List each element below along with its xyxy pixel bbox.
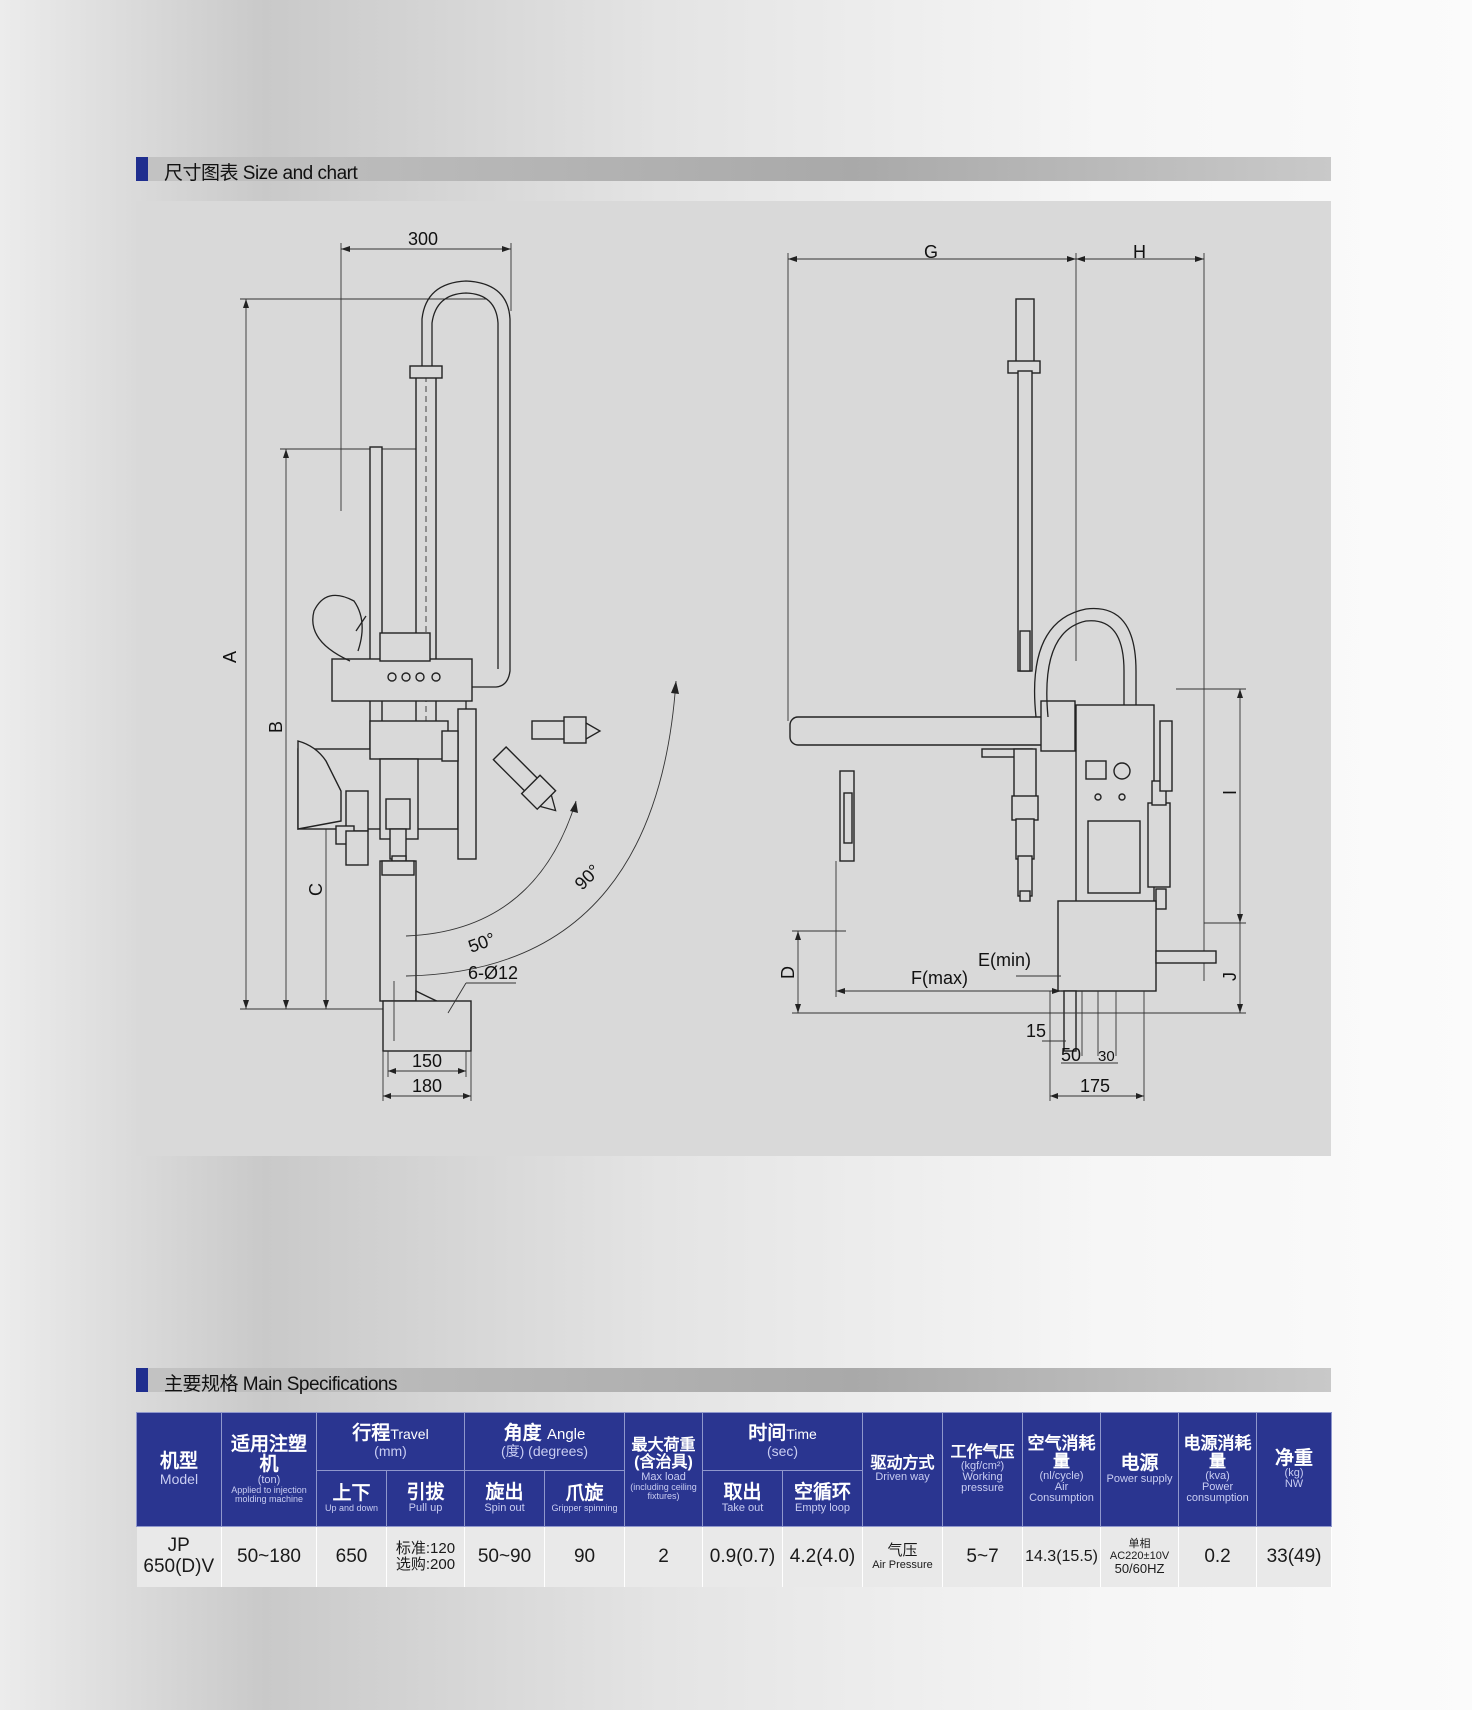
cell-pullup: 标准:120 选购:200: [386, 1526, 465, 1587]
size-chart-title: 尺寸图表 Size and chart: [164, 163, 358, 184]
dim-90deg-label: 90°: [571, 860, 604, 893]
cell-model: JP 650(D)V: [136, 1526, 222, 1587]
dim-180-label: 180: [412, 1076, 442, 1096]
col-weight-header: 净重 (kg) NW: [1256, 1412, 1333, 1527]
col-maxload-header: 最大荷重(含治具) Max load (including ceiling fi…: [624, 1412, 704, 1527]
dim-6-dia12-label: 6-Ø12: [468, 963, 518, 983]
section-marker: [136, 157, 148, 181]
dim-B-label: B: [266, 721, 286, 733]
dim-F-label: F(max): [911, 968, 968, 988]
col-gripper-header: 爪旋 Gripper spinning: [543, 1470, 626, 1527]
dim-300-label: 300: [408, 229, 438, 249]
dim-150-label: 150: [412, 1051, 442, 1071]
dim-30-label: 30: [1098, 1048, 1115, 1065]
left-view: 300 A B C: [220, 229, 679, 1101]
spec-header: 主要规格 Main Specifications: [136, 1368, 1331, 1395]
cell-driven: 气压 Air Pressure: [862, 1526, 944, 1587]
cell-emptyloop: 4.2(4.0): [782, 1526, 864, 1587]
cell-updown: 650: [316, 1526, 387, 1587]
col-spinout-header: 旋出 Spin out: [464, 1470, 545, 1527]
cell-power: 单相 AC220±10V 50/60HZ: [1100, 1526, 1180, 1587]
cell-powercons: 0.2: [1178, 1526, 1258, 1587]
spec-table: 机型 Model 适用注塑机 (ton) Applied to injectio…: [136, 1412, 1333, 1587]
cell-weight: 33(49): [1256, 1526, 1333, 1587]
col-updown-header: 上下 Up and down: [316, 1470, 387, 1527]
col-pressure-header: 工作气压 (kgf/cm²) Working pressure: [942, 1412, 1024, 1527]
col-takeout-header: 取出 Take out: [702, 1470, 784, 1527]
dimension-drawing: 300 A B C: [220, 229, 1246, 1101]
col-power-header: 电源 Power supply: [1100, 1412, 1180, 1527]
col-air-header: 空气消耗量 (nl/cycle) Air Consumption: [1022, 1412, 1102, 1527]
col-emptyloop-header: 空循环 Empty loop: [782, 1470, 864, 1527]
dim-C-label: C: [306, 883, 326, 896]
dim-D-label: D: [778, 966, 798, 979]
cell-maxload: 2: [624, 1526, 704, 1587]
dim-15-label: 15: [1026, 1021, 1046, 1041]
col-pullup-header: 引拔 Pull up: [386, 1470, 465, 1527]
col-travel-header: 行程Travel (mm): [316, 1412, 465, 1471]
dim-J-label: J: [1220, 972, 1240, 981]
dim-G-label: G: [924, 242, 938, 262]
cell-pressure: 5~7: [942, 1526, 1024, 1587]
dim-50deg-label: 50°: [466, 929, 498, 957]
col-model-header: 机型 Model: [136, 1412, 222, 1527]
col-driven-header: 驱动方式 Driven way: [862, 1412, 944, 1527]
dim-H-label: H: [1133, 242, 1146, 262]
cell-air: 14.3(15.5): [1022, 1526, 1102, 1587]
right-view: G H: [778, 242, 1246, 1101]
dim-E-label: E(min): [978, 950, 1031, 970]
cell-machine: 50~180: [221, 1526, 317, 1587]
col-angle-header: 角度 Angle (度) (degrees): [463, 1412, 626, 1471]
cell-gripper: 90: [544, 1526, 626, 1587]
cell-spinout: 50~90: [464, 1526, 545, 1587]
table-row: JP 650(D)V 50~180 650 标准:120 选购:200 50~9…: [136, 1526, 1333, 1587]
col-time-header: 时间Time (sec): [702, 1412, 864, 1471]
section-marker: [136, 1368, 148, 1392]
dim-50-label: 50: [1061, 1045, 1081, 1065]
col-machine-header: 适用注塑机 (ton) Applied to injection molding…: [221, 1412, 317, 1527]
cell-takeout: 0.9(0.7): [702, 1526, 784, 1587]
spec-title: 主要规格 Main Specifications: [164, 1374, 397, 1395]
dimension-drawing-panel: 300 A B C: [136, 201, 1331, 1156]
col-powercons-header: 电源消耗量 (kva) Power consumption: [1178, 1412, 1258, 1527]
size-chart-header: 尺寸图表 Size and chart: [136, 157, 1331, 184]
dim-A-label: A: [220, 651, 240, 663]
dim-I-label: I: [1220, 790, 1240, 795]
dim-175-label: 175: [1080, 1076, 1110, 1096]
